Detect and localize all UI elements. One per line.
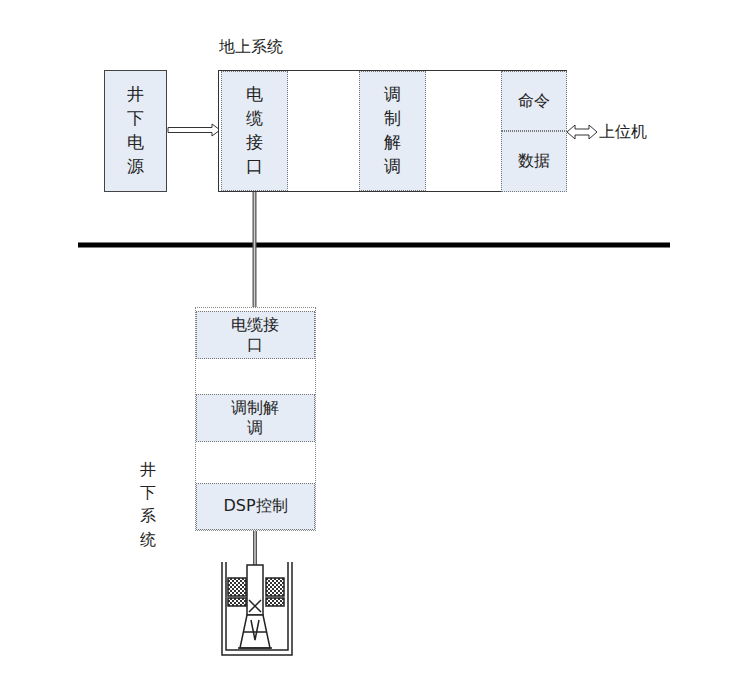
node-label: 调制解调 (229, 398, 282, 438)
node-label: 井下系统 (140, 458, 156, 551)
node-label: 井下电源 (127, 83, 144, 178)
cable-interface-box: 电缆接口 (221, 71, 288, 191)
downhole-tool (222, 562, 292, 655)
cable-line (254, 191, 255, 311)
system-box: 地上系统电缆接口调制解调命令数据 (218, 70, 567, 192)
modem-box: 调制解调 (359, 71, 426, 191)
data-box: 数据 (501, 131, 567, 192)
node-label: 电缆接口 (246, 83, 263, 178)
host-label: 上位机 (599, 122, 647, 143)
ground-line (78, 243, 670, 248)
node-label: 电缆接口 (229, 315, 282, 355)
command-box: 命令 (501, 71, 567, 131)
host-link-arrow (567, 125, 597, 139)
dsp-control-box: DSP控制 (196, 483, 315, 530)
tool-cable (253, 531, 257, 565)
signal-arrow (168, 124, 220, 136)
node-label: 地上系统 (219, 37, 283, 58)
cable-interface-box: 电缆接口 (196, 311, 315, 359)
node-label: 数据 (518, 151, 550, 172)
downhole-system-box: 井下系统电缆接口调制解调DSP控制 (195, 307, 316, 531)
node-label: 命令 (518, 91, 550, 112)
node-label: DSP控制 (223, 496, 287, 517)
node-label: 调制解调 (384, 83, 401, 178)
modem-box: 调制解调 (196, 394, 315, 442)
power-box: 井下电源 (104, 70, 167, 192)
tool-cable-inner (254, 531, 256, 565)
